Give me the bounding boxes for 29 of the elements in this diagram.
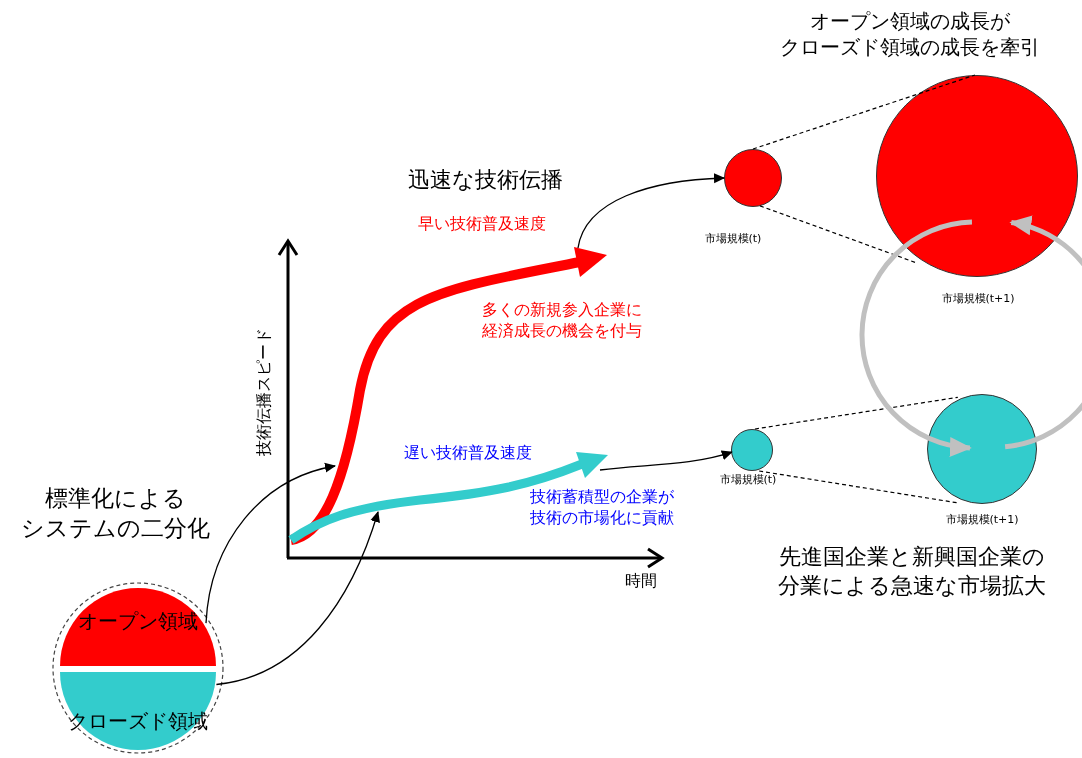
dashed-circle [52,582,224,754]
heading-text: 先進国企業と新興国企業の分業による急速な市場拡大 [778,543,1046,600]
note-text: 多くの新規参入企業に経済成長の機会を付与 [482,300,642,342]
market-circle [731,429,773,471]
axis-label: 時間 [625,571,657,592]
curved-arrow [1004,216,1082,450]
market-size-label: 市場規模(t) [719,473,777,488]
dashed-line [759,205,917,264]
axis-label: 技術伝播スピード [253,327,274,456]
market-size-label: 市場規模(t) [704,232,762,247]
heading-text: 標準化によるシステムの二分化 [20,484,210,543]
heading-text: 迅速な技術伝播 [407,166,563,194]
arrow [205,463,336,624]
dashed-line [752,74,976,150]
arrow [215,511,380,686]
speed-label: 早い技術普及速度 [418,214,546,235]
market-circle [876,75,1078,277]
dashed-line [758,470,959,504]
market-circle [724,149,782,207]
arrow [577,173,725,249]
market-circle [927,394,1037,504]
dashed-line [754,396,959,430]
note-text: 技術蓄積型の企業が技術の市場化に貢献 [530,487,674,529]
curved-arrow [859,219,973,456]
arrow [599,450,733,471]
market-size-label: 市場規模(t+1) [945,513,1019,528]
speed-label: 遅い技術普及速度 [404,443,532,464]
market-size-label: 市場規模(t+1) [941,292,1015,307]
heading-text: オープン領域の成長がクローズド領域の成長を牽引 [780,8,1040,60]
